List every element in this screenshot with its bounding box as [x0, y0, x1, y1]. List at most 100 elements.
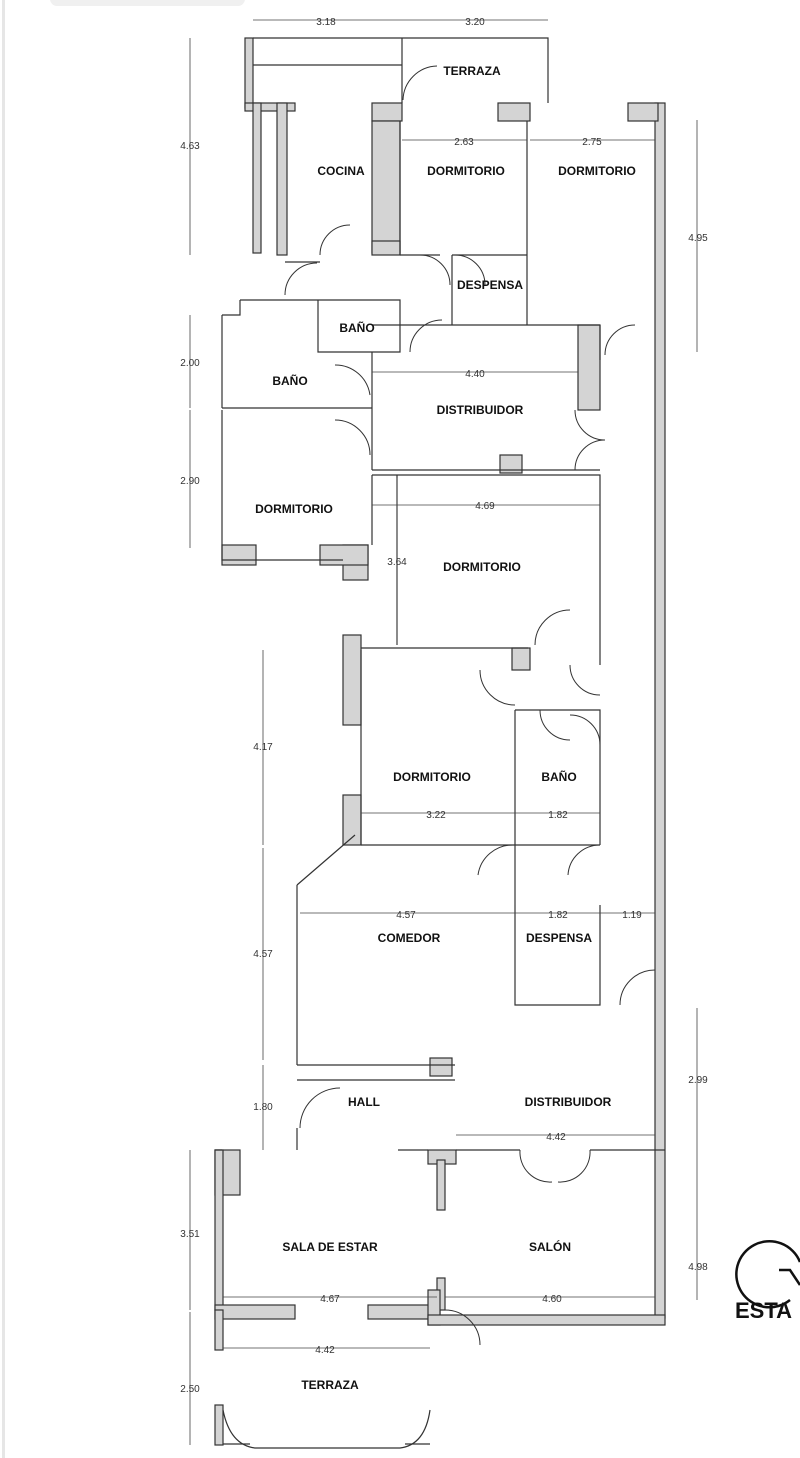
dim-label: 4.63 — [180, 141, 200, 152]
room-sala-de-estar: SALA DE ESTAR — [282, 1240, 378, 1254]
room-bano-3: BAÑO — [541, 769, 576, 784]
door-swing — [569, 714, 601, 746]
door-swing — [539, 709, 571, 741]
dim-label: 4.17 — [253, 742, 273, 753]
wall — [214, 1309, 224, 1351]
room-dormitorio-2: DORMITORIO — [558, 164, 636, 178]
dim-label: 4.40 — [465, 369, 485, 380]
wall — [497, 102, 531, 122]
brand-logo-icon — [735, 1240, 800, 1309]
wall — [371, 102, 403, 122]
room-comedor: COMEDOR — [378, 931, 441, 945]
door-swing — [477, 844, 514, 876]
dim-label: 2.00 — [180, 358, 200, 369]
room-despensa-1: DESPENSA — [457, 278, 523, 292]
dim-label: 1.82 — [548, 910, 568, 921]
screen-edge — [2, 0, 5, 1458]
brand-text: ESTA — [735, 1298, 792, 1323]
dim-label: 4.57 — [253, 949, 273, 960]
browser-bar-remnant — [50, 0, 245, 6]
door-swing — [444, 1309, 481, 1346]
room-distribuidor-1: DISTRIBUIDOR — [437, 403, 524, 417]
door-swing — [334, 364, 371, 396]
wall — [436, 1159, 446, 1211]
wall — [511, 647, 531, 671]
dim-label: 3.22 — [426, 810, 446, 821]
room-hall: HALL — [348, 1095, 380, 1109]
dim-label: 4.67 — [320, 1294, 340, 1305]
bay-window — [222, 1409, 431, 1449]
doors — [284, 65, 656, 1346]
door-swing — [409, 319, 443, 353]
dim-label: 1.19 — [622, 910, 642, 921]
door-swing — [334, 419, 371, 456]
dimension-lines — [189, 19, 698, 1445]
thin-lines — [215, 37, 665, 1449]
room-dormitorio-4: DORMITORIO — [443, 560, 521, 574]
wall-line — [514, 905, 601, 1006]
door-swing — [567, 844, 601, 876]
room-bano-2: BAÑO — [272, 373, 307, 388]
room-dormitorio-5: DORMITORIO — [393, 770, 471, 784]
dim-label: 4.95 — [688, 233, 708, 244]
door-swing — [454, 254, 486, 286]
wall — [244, 102, 296, 112]
door-swing — [419, 254, 451, 286]
dim-label: 2.90 — [180, 476, 200, 487]
dim-label: 4.57 — [396, 910, 416, 921]
wall — [252, 102, 262, 254]
room-dormitorio-3: DORMITORIO — [255, 502, 333, 516]
dim-label: 3.64 — [387, 557, 407, 568]
wall — [221, 544, 257, 566]
wall — [427, 1314, 666, 1326]
wall — [276, 102, 288, 256]
dim-label: 2.50 — [180, 1384, 200, 1395]
wall-line — [515, 709, 601, 845]
door-swing — [519, 1149, 553, 1183]
door-swing — [557, 1149, 591, 1183]
dim-label: 1.82 — [548, 810, 568, 821]
room-terraza-top: TERRAZA — [443, 64, 501, 78]
door-swing — [604, 324, 636, 356]
wall — [371, 240, 401, 256]
wall — [627, 102, 659, 122]
dim-label: 4.98 — [688, 1262, 708, 1273]
door-swing — [534, 609, 571, 646]
wall-line — [372, 474, 601, 665]
door-swing — [319, 224, 351, 256]
wall — [499, 454, 523, 474]
wall-line — [253, 37, 549, 103]
dim-label: 4.42 — [546, 1132, 566, 1143]
door-swing — [569, 664, 601, 696]
wall — [577, 324, 601, 411]
wall — [319, 544, 369, 566]
door-swing — [299, 1087, 341, 1129]
walls — [214, 37, 666, 1446]
room-despensa-2: DESPENSA — [526, 931, 592, 945]
dim-label: 2.99 — [688, 1075, 708, 1086]
wall — [371, 120, 401, 254]
dim-label: 4.69 — [475, 501, 495, 512]
room-cocina: COCINA — [317, 164, 365, 178]
dim-label: 2.63 — [454, 137, 474, 148]
dim-label: 1.80 — [253, 1102, 273, 1113]
wall — [214, 1304, 296, 1320]
dim-label: 3.18 — [316, 17, 336, 28]
wall — [342, 634, 362, 726]
wall — [429, 1057, 453, 1077]
dim-label: 3.20 — [465, 17, 485, 28]
wall-line — [221, 410, 343, 561]
dim-label: 4.42 — [315, 1345, 335, 1356]
wall — [654, 102, 666, 1319]
door-swing — [284, 262, 318, 296]
room-terraza-bottom: TERRAZA — [301, 1378, 359, 1392]
wall-line — [317, 299, 401, 353]
dim-label: 2.75 — [582, 137, 602, 148]
room-distribuidor-2: DISTRIBUIDOR — [525, 1095, 612, 1109]
door-swing — [479, 669, 516, 706]
door-swing — [574, 439, 606, 471]
door-swing — [619, 969, 656, 1006]
room-salon: SALÓN — [529, 1239, 571, 1254]
dim-label: 3.51 — [180, 1229, 200, 1240]
